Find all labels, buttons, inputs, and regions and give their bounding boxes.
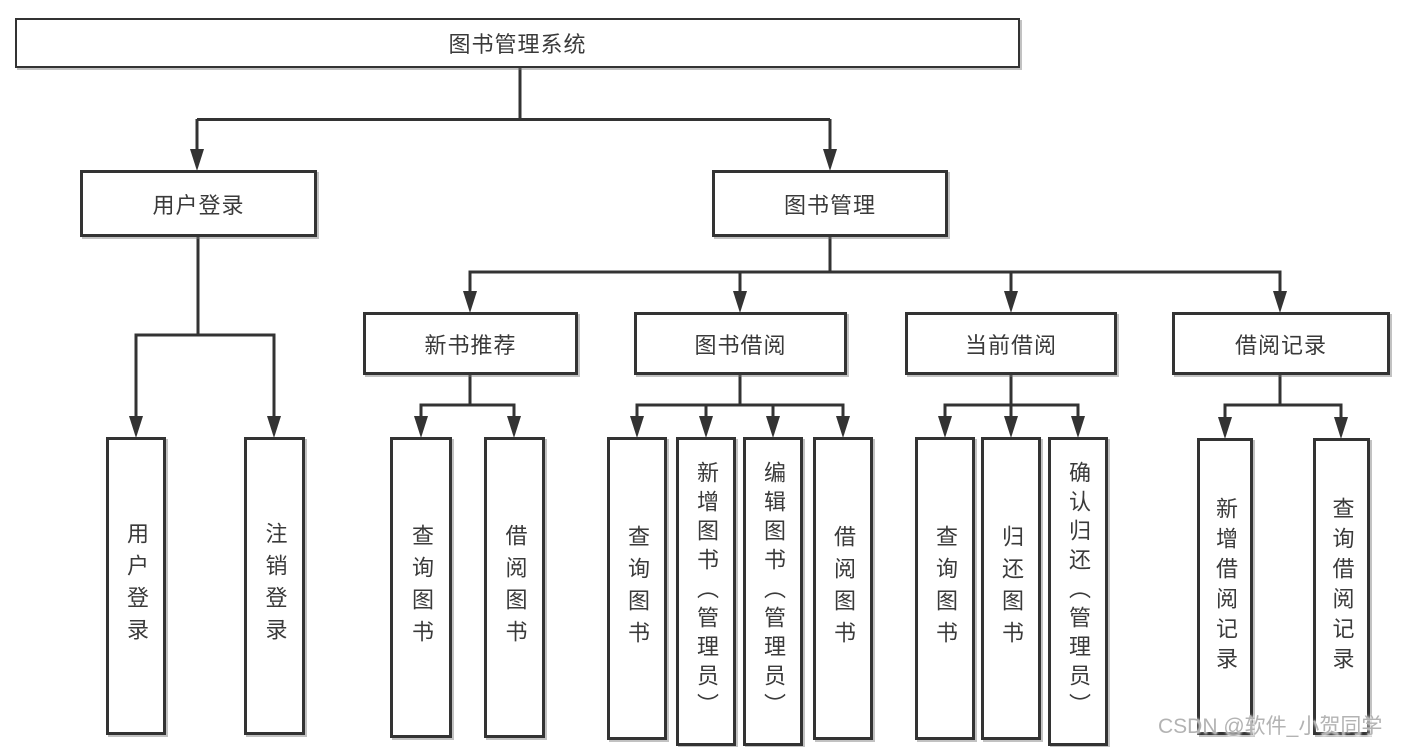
node-borrow-records: 借阅记录 <box>1172 312 1390 375</box>
leaf-label: 归还图书 <box>999 524 1024 653</box>
node-label: 图书管理 <box>783 192 876 218</box>
node-label: 用户登录 <box>152 192 245 218</box>
leaf-label: 借阅图书 <box>831 524 856 653</box>
leaf-label: 编辑图书（管理员） <box>761 461 786 722</box>
leaf-label: 新增图书（管理员） <box>694 461 719 722</box>
node-user-login: 用户登录 <box>80 170 317 237</box>
node-label: 图书管理系统 <box>448 32 587 57</box>
node-new-book-recommend: 新书推荐 <box>363 312 578 375</box>
node-current-borrowing: 当前借阅 <box>905 312 1117 375</box>
leaf-add-book-admin: 新增图书（管理员） <box>676 437 736 746</box>
arrowheads <box>129 149 1348 439</box>
leaf-label: 查询图书 <box>933 524 958 653</box>
leaf-query-books-3: 查询图书 <box>915 437 975 740</box>
node-library-management-system: 图书管理系统 <box>15 18 1020 68</box>
node-label: 图书借阅 <box>694 332 787 358</box>
node-label: 当前借阅 <box>964 332 1057 358</box>
leaf-label: 用户登录 <box>124 522 149 650</box>
leaf-label: 查询借阅记录 <box>1329 496 1355 677</box>
leaf-label: 查询图书 <box>625 524 650 653</box>
leaf-confirm-return-admin: 确认归还（管理员） <box>1048 437 1108 746</box>
leaf-label: 确认归还（管理员） <box>1066 461 1091 722</box>
leaf-edit-book-admin: 编辑图书（管理员） <box>743 437 803 746</box>
node-label: 新书推荐 <box>424 332 517 358</box>
leaf-label: 新增借阅记录 <box>1213 496 1238 677</box>
csdn-watermark: CSDN @软件_小贺同学 <box>1158 715 1383 738</box>
node-book-borrowing: 图书借阅 <box>634 312 847 375</box>
leaf-label: 注销登录 <box>262 522 288 650</box>
leaf-user-login: 用户登录 <box>106 437 166 735</box>
leaf-label: 借阅图书 <box>502 523 528 652</box>
leaf-label: 查询图书 <box>409 523 434 652</box>
leaf-borrow-books-2: 借阅图书 <box>813 437 873 740</box>
leaf-borrow-books-1: 借阅图书 <box>484 437 545 738</box>
leaf-query-books-2: 查询图书 <box>607 437 667 740</box>
node-label: 借阅记录 <box>1234 332 1327 358</box>
leaf-logout: 注销登录 <box>244 437 305 735</box>
leaf-add-borrow-record: 新增借阅记录 <box>1197 438 1253 735</box>
node-book-management: 图书管理 <box>712 170 948 237</box>
leaf-return-books: 归还图书 <box>981 437 1041 740</box>
leaf-query-borrow-record: 查询借阅记录 <box>1313 438 1370 735</box>
leaf-query-books-1: 查询图书 <box>390 437 452 738</box>
